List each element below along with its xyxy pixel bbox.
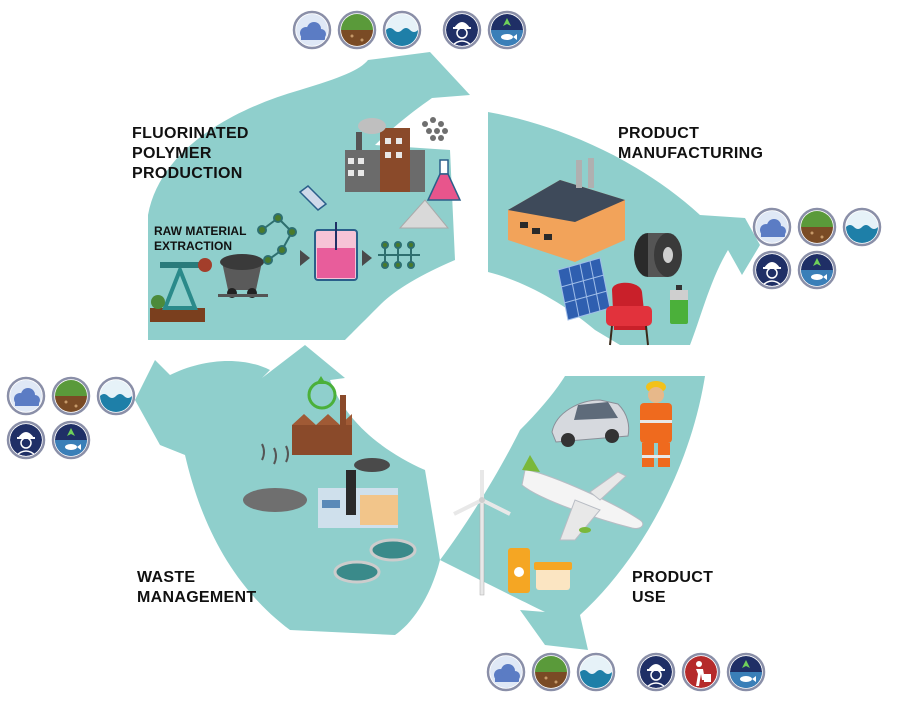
solar-panel-illustration [557,257,611,321]
airplane-illustration [521,455,644,541]
label-product-use: PRODUCT USE [632,568,713,608]
treatment-plant-illustration [318,458,398,528]
clarifier-tanks-illustration [333,538,417,584]
worker-icon [752,250,792,290]
aquatic-life-icon [797,250,837,290]
label-waste-management: WASTE MANAGEMENT [137,568,256,608]
impact-icons-right [752,207,882,290]
air-icon [486,652,526,692]
label-line: EXTRACTION [154,239,232,253]
water-icon [96,376,136,416]
water-icon [576,652,616,692]
impact-icons-left [6,376,136,460]
aquatic-life-icon [51,420,91,460]
pumpjack-illustration [150,258,212,322]
label-line: MANAGEMENT [137,589,257,606]
flask-illustration [426,159,462,201]
soil-icon [531,652,571,692]
soil-icon [337,10,377,50]
water-icon [842,207,882,247]
aquatic-life-icon [487,10,527,50]
molecule-illustration [257,213,297,265]
label-line: POLYMER [132,145,212,162]
label-line: PRODUCT [632,569,714,586]
battery-illustration [670,285,688,324]
label-line: PRODUCT [618,125,700,142]
aquatic-life-icon [726,652,766,692]
consumer-icon [681,652,721,692]
pellets-illustration [422,117,448,141]
reactor-beaker-illustration [298,185,358,281]
label-line: USE [632,589,666,606]
soil-icon [797,207,837,247]
chevron-icon [300,250,310,266]
chevron-icon [362,250,372,266]
air-icon [752,207,792,247]
powder-illustration [398,199,450,229]
label-raw-material-extraction: RAW MATERIAL EXTRACTION [154,224,246,254]
water-icon [382,10,422,50]
illustrations [150,117,688,596]
label-line: FLUORINATED [132,125,249,142]
recycling-factory-illustration [292,376,352,455]
manufacturing-plant-illustration [508,158,625,262]
worker-icon [442,10,482,50]
soil-icon [51,376,91,416]
impact-icons-bottom [486,652,766,692]
wind-turbine-illustration [453,470,511,596]
label-line: RAW MATERIAL [154,224,247,238]
cable-spool-illustration [634,233,682,277]
firefighter-illustration [640,381,672,467]
armchair-illustration [606,282,652,346]
landfill-illustration [243,443,307,512]
impact-icons-top [292,10,527,50]
polymer-chain-illustration [378,241,420,269]
label-line: PRODUCTION [132,165,243,182]
label-fluorinated-polymer-production: FLUORINATED POLYMER PRODUCTION [132,124,249,184]
worker-icon [636,652,676,692]
chemical-factory-illustration [345,118,425,192]
mine-cart-illustration [218,254,268,298]
label-product-manufacturing: PRODUCT MANUFACTURING [618,124,763,164]
label-line: MANUFACTURING [618,145,764,162]
air-icon [6,376,46,416]
car-illustration [551,399,630,447]
sunscreen-illustration [508,548,572,593]
worker-icon [6,420,46,460]
air-icon [292,10,332,50]
label-line: WASTE [137,569,196,586]
